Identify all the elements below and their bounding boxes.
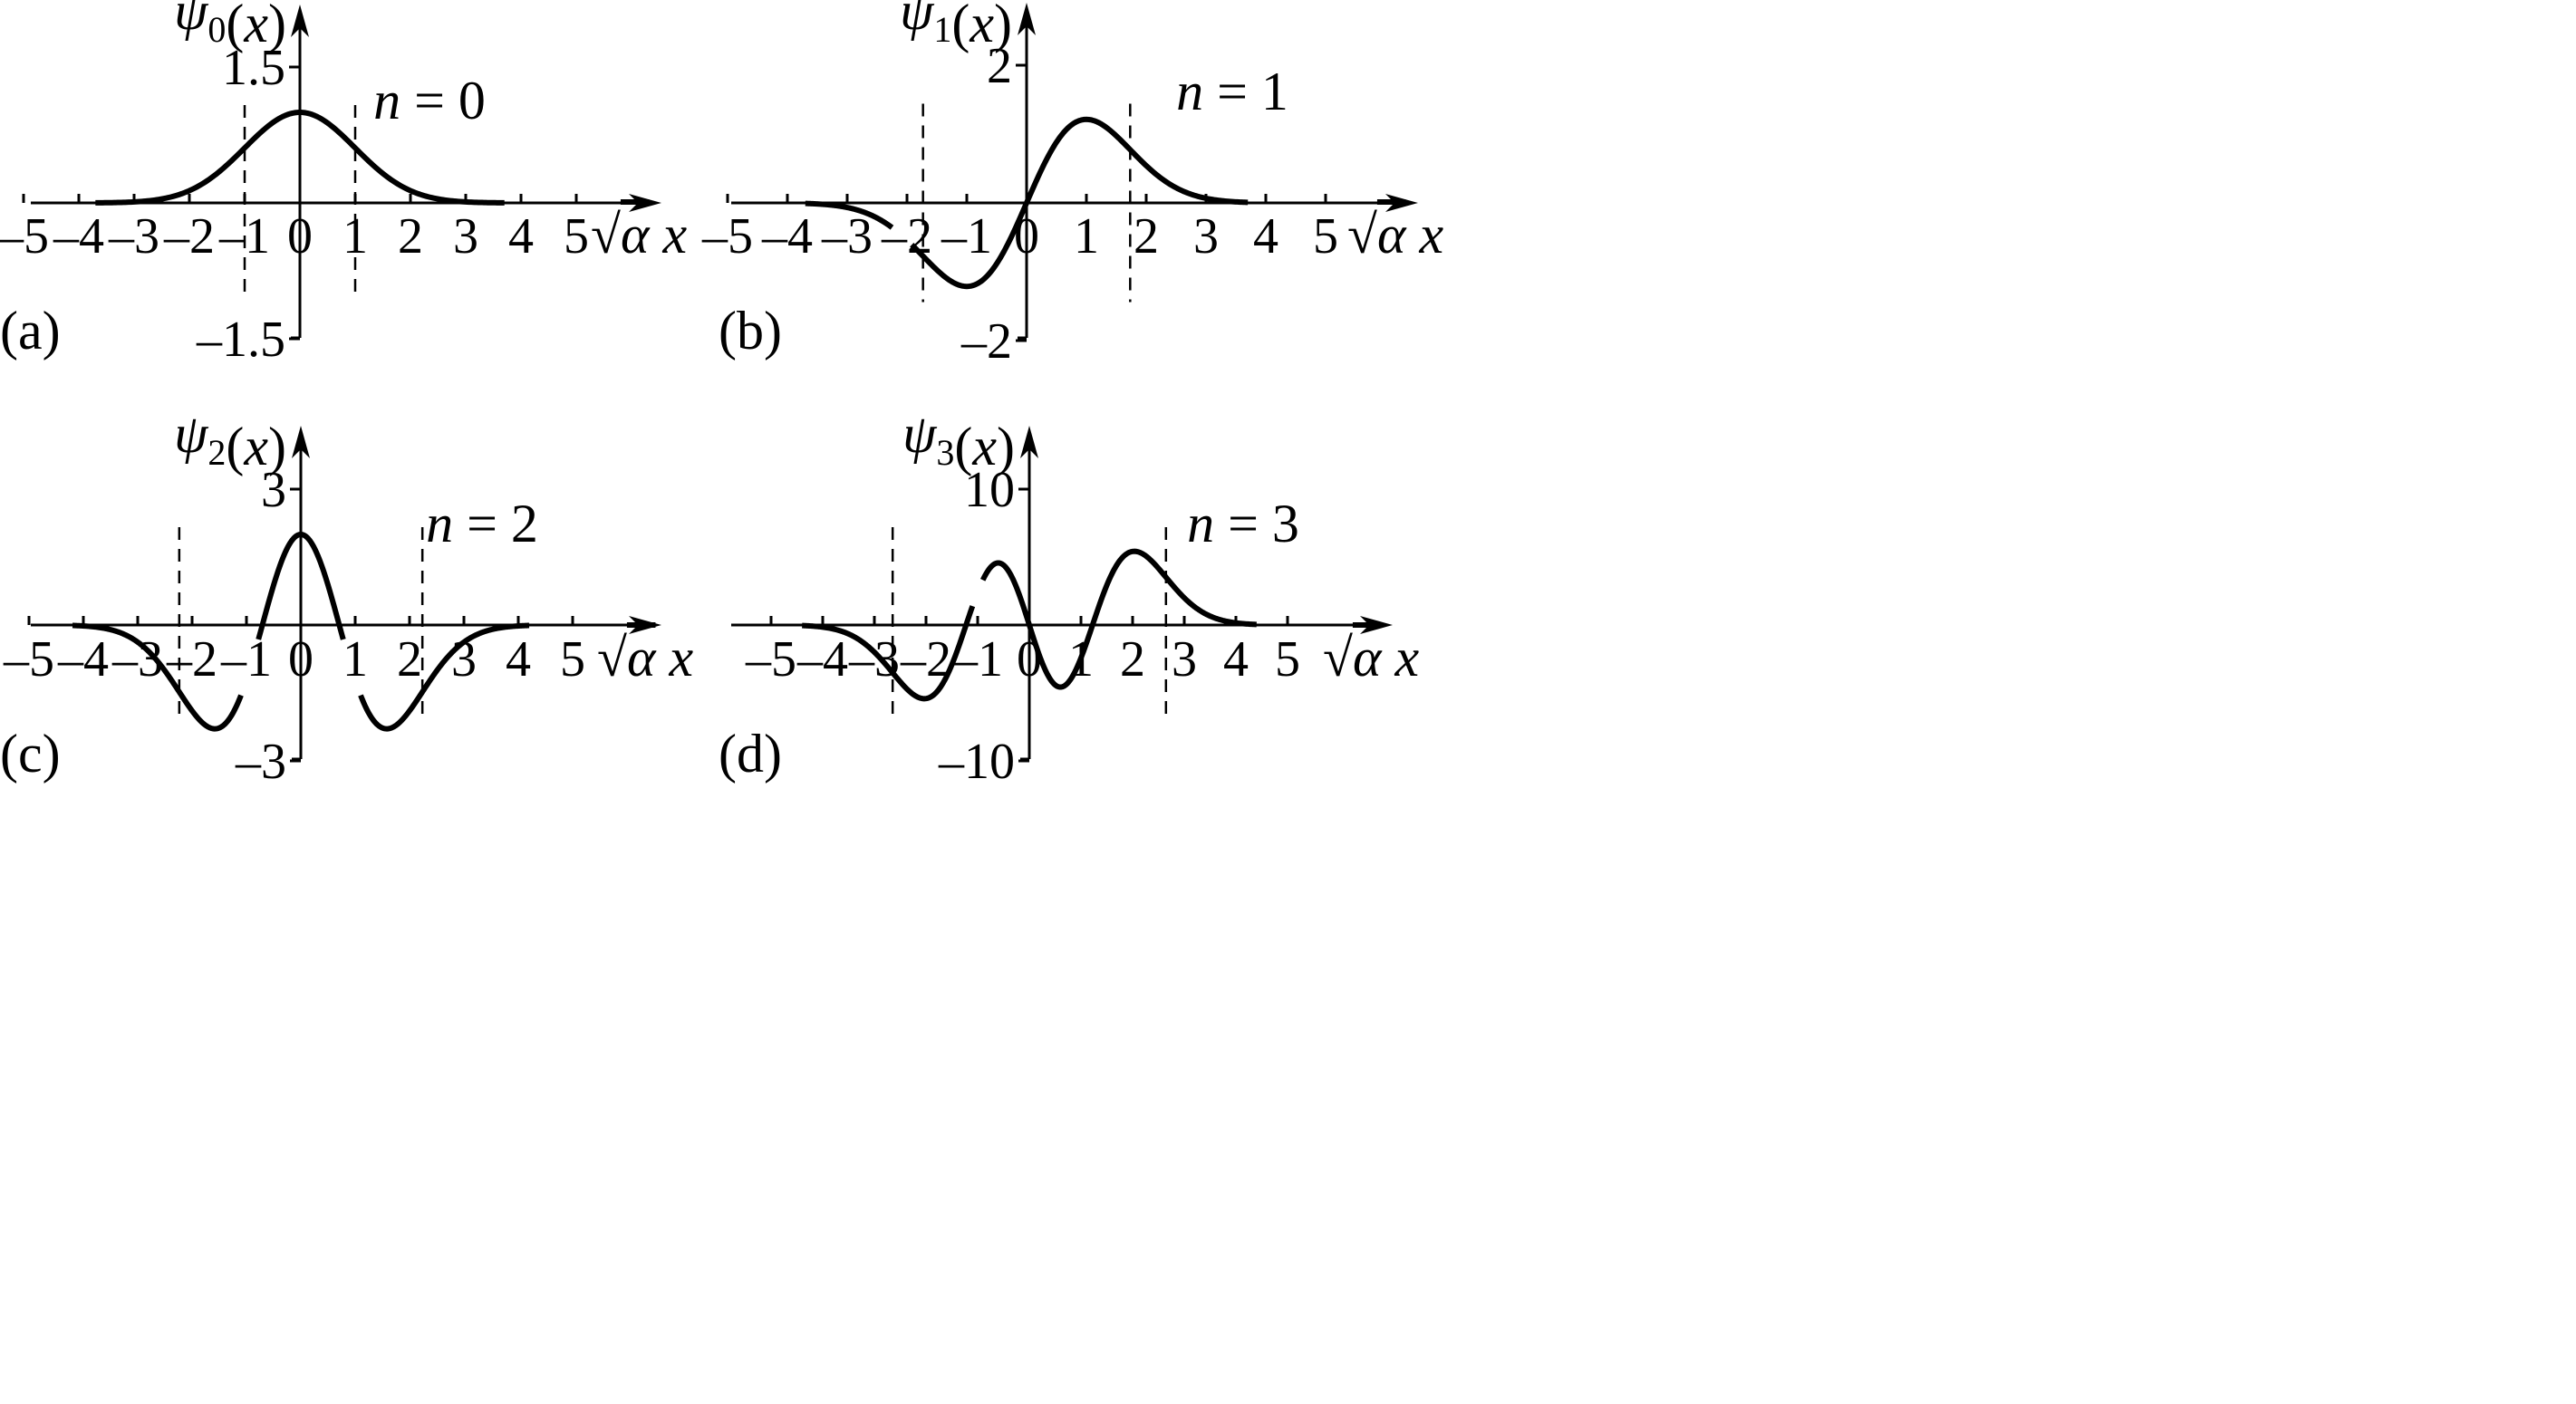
- x-axis-arrowhead: [1360, 616, 1393, 634]
- y-tick-label: 10: [964, 462, 1015, 518]
- x-tick-label: –4: [53, 208, 104, 264]
- y-tick-label: 1.5: [222, 40, 285, 96]
- wavefunction-curve-segment: [70, 622, 244, 732]
- x-tick-label: 4: [506, 631, 531, 688]
- x-tick-label: –4: [796, 631, 848, 688]
- x-tick-label: 0: [287, 208, 313, 264]
- x-tick-label: 3: [1193, 208, 1219, 264]
- y-axis-label: ψ2(x): [174, 404, 286, 476]
- x-tick-label: 4: [1223, 631, 1249, 688]
- x-tick-label: 4: [508, 208, 534, 264]
- x-axis-label: √α x: [591, 205, 687, 264]
- x-tick-label: 2: [397, 631, 422, 688]
- y-axis-arrowhead: [1020, 426, 1038, 458]
- quantum-number-label: n = 0: [373, 71, 486, 130]
- wavefunction-curve-segment: [800, 605, 976, 702]
- y-tick-label: –10: [938, 734, 1015, 790]
- wavefunction-curve-segment: [910, 116, 1249, 290]
- quantum-number-label: n = 2: [426, 494, 538, 553]
- x-axis-arrowhead: [629, 194, 661, 212]
- panel-letter: (a): [0, 301, 61, 361]
- quantum-number-label: n = 1: [1176, 62, 1288, 121]
- x-tick-label: –1: [941, 208, 992, 264]
- x-tick-label: –5: [701, 208, 753, 264]
- x-tick-label: –2: [166, 631, 217, 688]
- x-tick-label: –3: [108, 208, 159, 264]
- x-tick-label: –4: [761, 208, 813, 264]
- panel-letter: (c): [0, 724, 61, 784]
- panel-letter: (d): [719, 724, 782, 784]
- y-axis-label: ψ1(x): [900, 0, 1012, 53]
- y-tick-label: –1.5: [196, 312, 285, 368]
- y-axis-arrowhead: [291, 5, 309, 37]
- x-axis-label: √α x: [1347, 205, 1443, 264]
- x-tick-label: 5: [564, 208, 589, 264]
- x-tick-label: 0: [1017, 631, 1042, 688]
- x-tick-label: –2: [163, 208, 215, 264]
- x-tick-label: 1: [1074, 208, 1099, 264]
- wavefunction-curve-segment: [256, 532, 346, 641]
- x-tick-label: 2: [398, 208, 423, 264]
- x-tick-label: 5: [1275, 631, 1300, 688]
- wavefunction-curve-segment: [94, 110, 506, 206]
- x-tick-label: 0: [288, 631, 314, 688]
- x-tick-label: –5: [0, 208, 49, 264]
- x-tick-label: –3: [821, 208, 873, 264]
- x-tick-label: –5: [3, 631, 54, 688]
- x-tick-label: 1: [343, 631, 368, 688]
- x-tick-label: 2: [1120, 631, 1145, 688]
- x-axis-arrowhead: [629, 616, 661, 634]
- y-axis-arrowhead: [1018, 3, 1036, 35]
- wavefunction-curve-segment: [358, 622, 532, 732]
- y-tick-label: –2: [960, 313, 1012, 370]
- x-tick-label: 2: [1134, 208, 1159, 264]
- panel-letter: (b): [719, 301, 782, 361]
- wavefunction-curve-segment: [980, 548, 1259, 690]
- x-axis-label: √α x: [1323, 628, 1419, 688]
- y-axis-label: ψ3(x): [902, 404, 1015, 476]
- x-tick-label: –4: [57, 631, 109, 688]
- x-tick-label: –5: [745, 631, 796, 688]
- y-tick-label: 3: [261, 462, 286, 518]
- x-tick-label: –1: [220, 631, 272, 688]
- x-tick-label: 3: [1172, 631, 1197, 688]
- y-tick-label: –3: [235, 734, 286, 790]
- wavefunction-curve-segment: [803, 200, 895, 230]
- x-axis-label: √α x: [597, 628, 693, 688]
- x-axis-arrowhead: [1385, 194, 1418, 212]
- x-tick-label: 3: [453, 208, 478, 264]
- x-tick-label: 5: [1313, 208, 1338, 264]
- x-tick-label: 5: [560, 631, 585, 688]
- y-tick-label: 2: [987, 38, 1012, 94]
- x-tick-label: 4: [1253, 208, 1278, 264]
- y-axis-label: ψ0(x): [174, 0, 286, 53]
- y-axis-arrowhead: [292, 426, 310, 458]
- quantum-number-label: n = 3: [1187, 494, 1299, 553]
